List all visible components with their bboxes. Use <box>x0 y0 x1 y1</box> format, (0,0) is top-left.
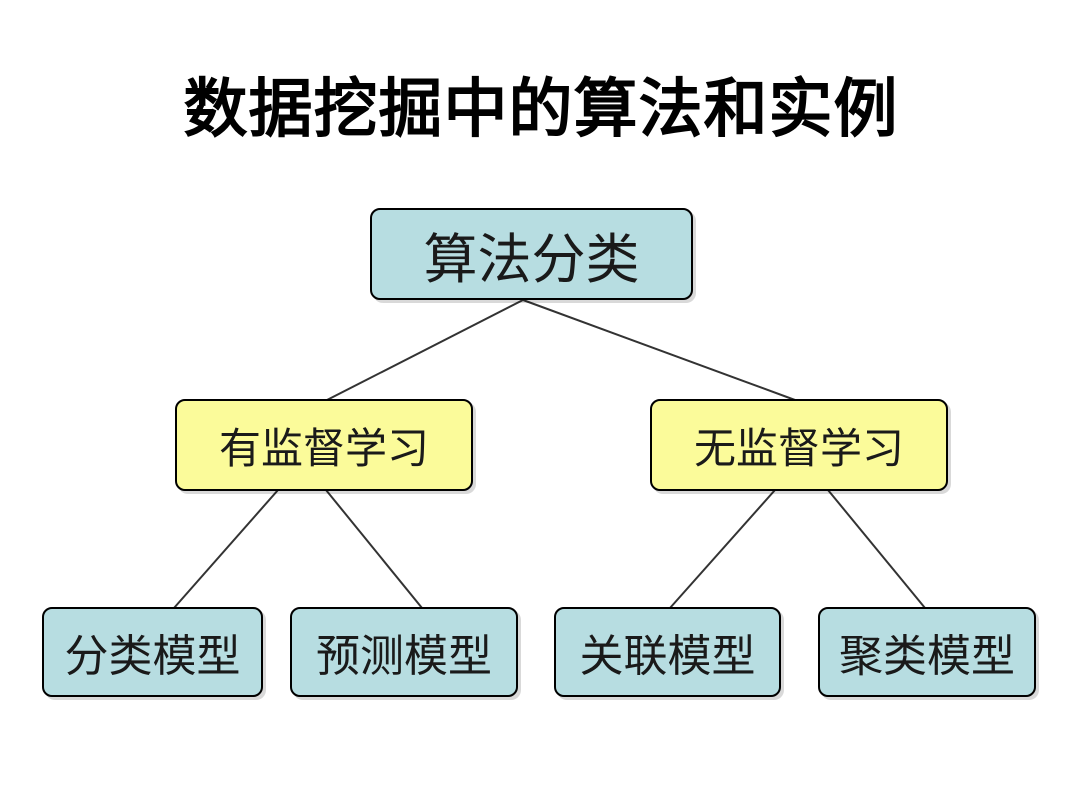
connector-unsupervised-association <box>669 489 776 609</box>
connector-supervised-classification <box>173 489 279 609</box>
prediction-model-node: 预测模型 <box>290 607 518 697</box>
supervised-learning-node: 有监督学习 <box>175 399 473 491</box>
association-model-node: 关联模型 <box>554 607 781 697</box>
connector-supervised-prediction <box>325 489 423 609</box>
root-node: 算法分类 <box>370 208 693 300</box>
slide-title: 数据挖掘中的算法和实例 <box>183 73 899 147</box>
clustering-model-node: 聚类模型 <box>818 607 1036 697</box>
connector-root-supervised <box>326 299 524 401</box>
connector-unsupervised-clustering <box>827 489 926 609</box>
unsupervised-learning-node: 无监督学习 <box>650 399 948 491</box>
classification-model-node: 分类模型 <box>42 607 263 697</box>
connector-root-unsupervised <box>522 299 796 401</box>
